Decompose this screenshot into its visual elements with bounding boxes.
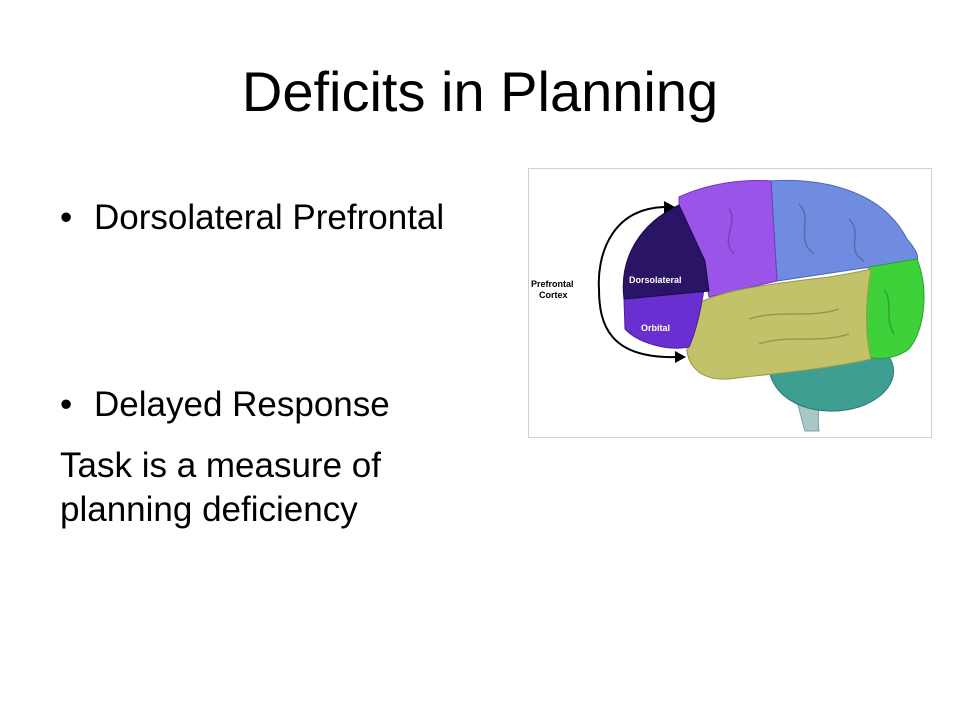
bracket-arrow [597,206,678,359]
bullet-text: Dorsolateral Prefrontal [94,198,445,237]
body-text: Task is a measure of planning deficiency [60,446,381,529]
brain-svg: Prefrontal Cortex Dorsolateral Orbital [531,179,925,432]
orbital-region [623,288,705,349]
label-prefrontal: Prefrontal [531,279,574,289]
arrow-head-top [664,201,675,213]
bullet-dorsolateral-prefrontal: • Dorsolateral Prefrontal [60,196,444,240]
bullet-symbol: • [60,198,73,237]
arrow-head-bottom [675,351,686,363]
label-dorsolateral: Dorsolateral [629,275,682,285]
bullet-delayed-response: • Delayed Response [60,383,390,427]
slide-title: Deficits in Planning [241,60,719,123]
label-orbital: Orbital [641,323,670,333]
bullet-text: Delayed Response [94,385,390,424]
brain-diagram: Prefrontal Cortex Dorsolateral Orbital [528,168,932,438]
gyri-texture [727,203,895,345]
bullet-symbol: • [60,385,73,424]
occipital-region [864,258,925,360]
label-cortex: Cortex [539,290,568,300]
temporal-region [686,268,872,380]
dorsolateral-region [622,204,710,300]
